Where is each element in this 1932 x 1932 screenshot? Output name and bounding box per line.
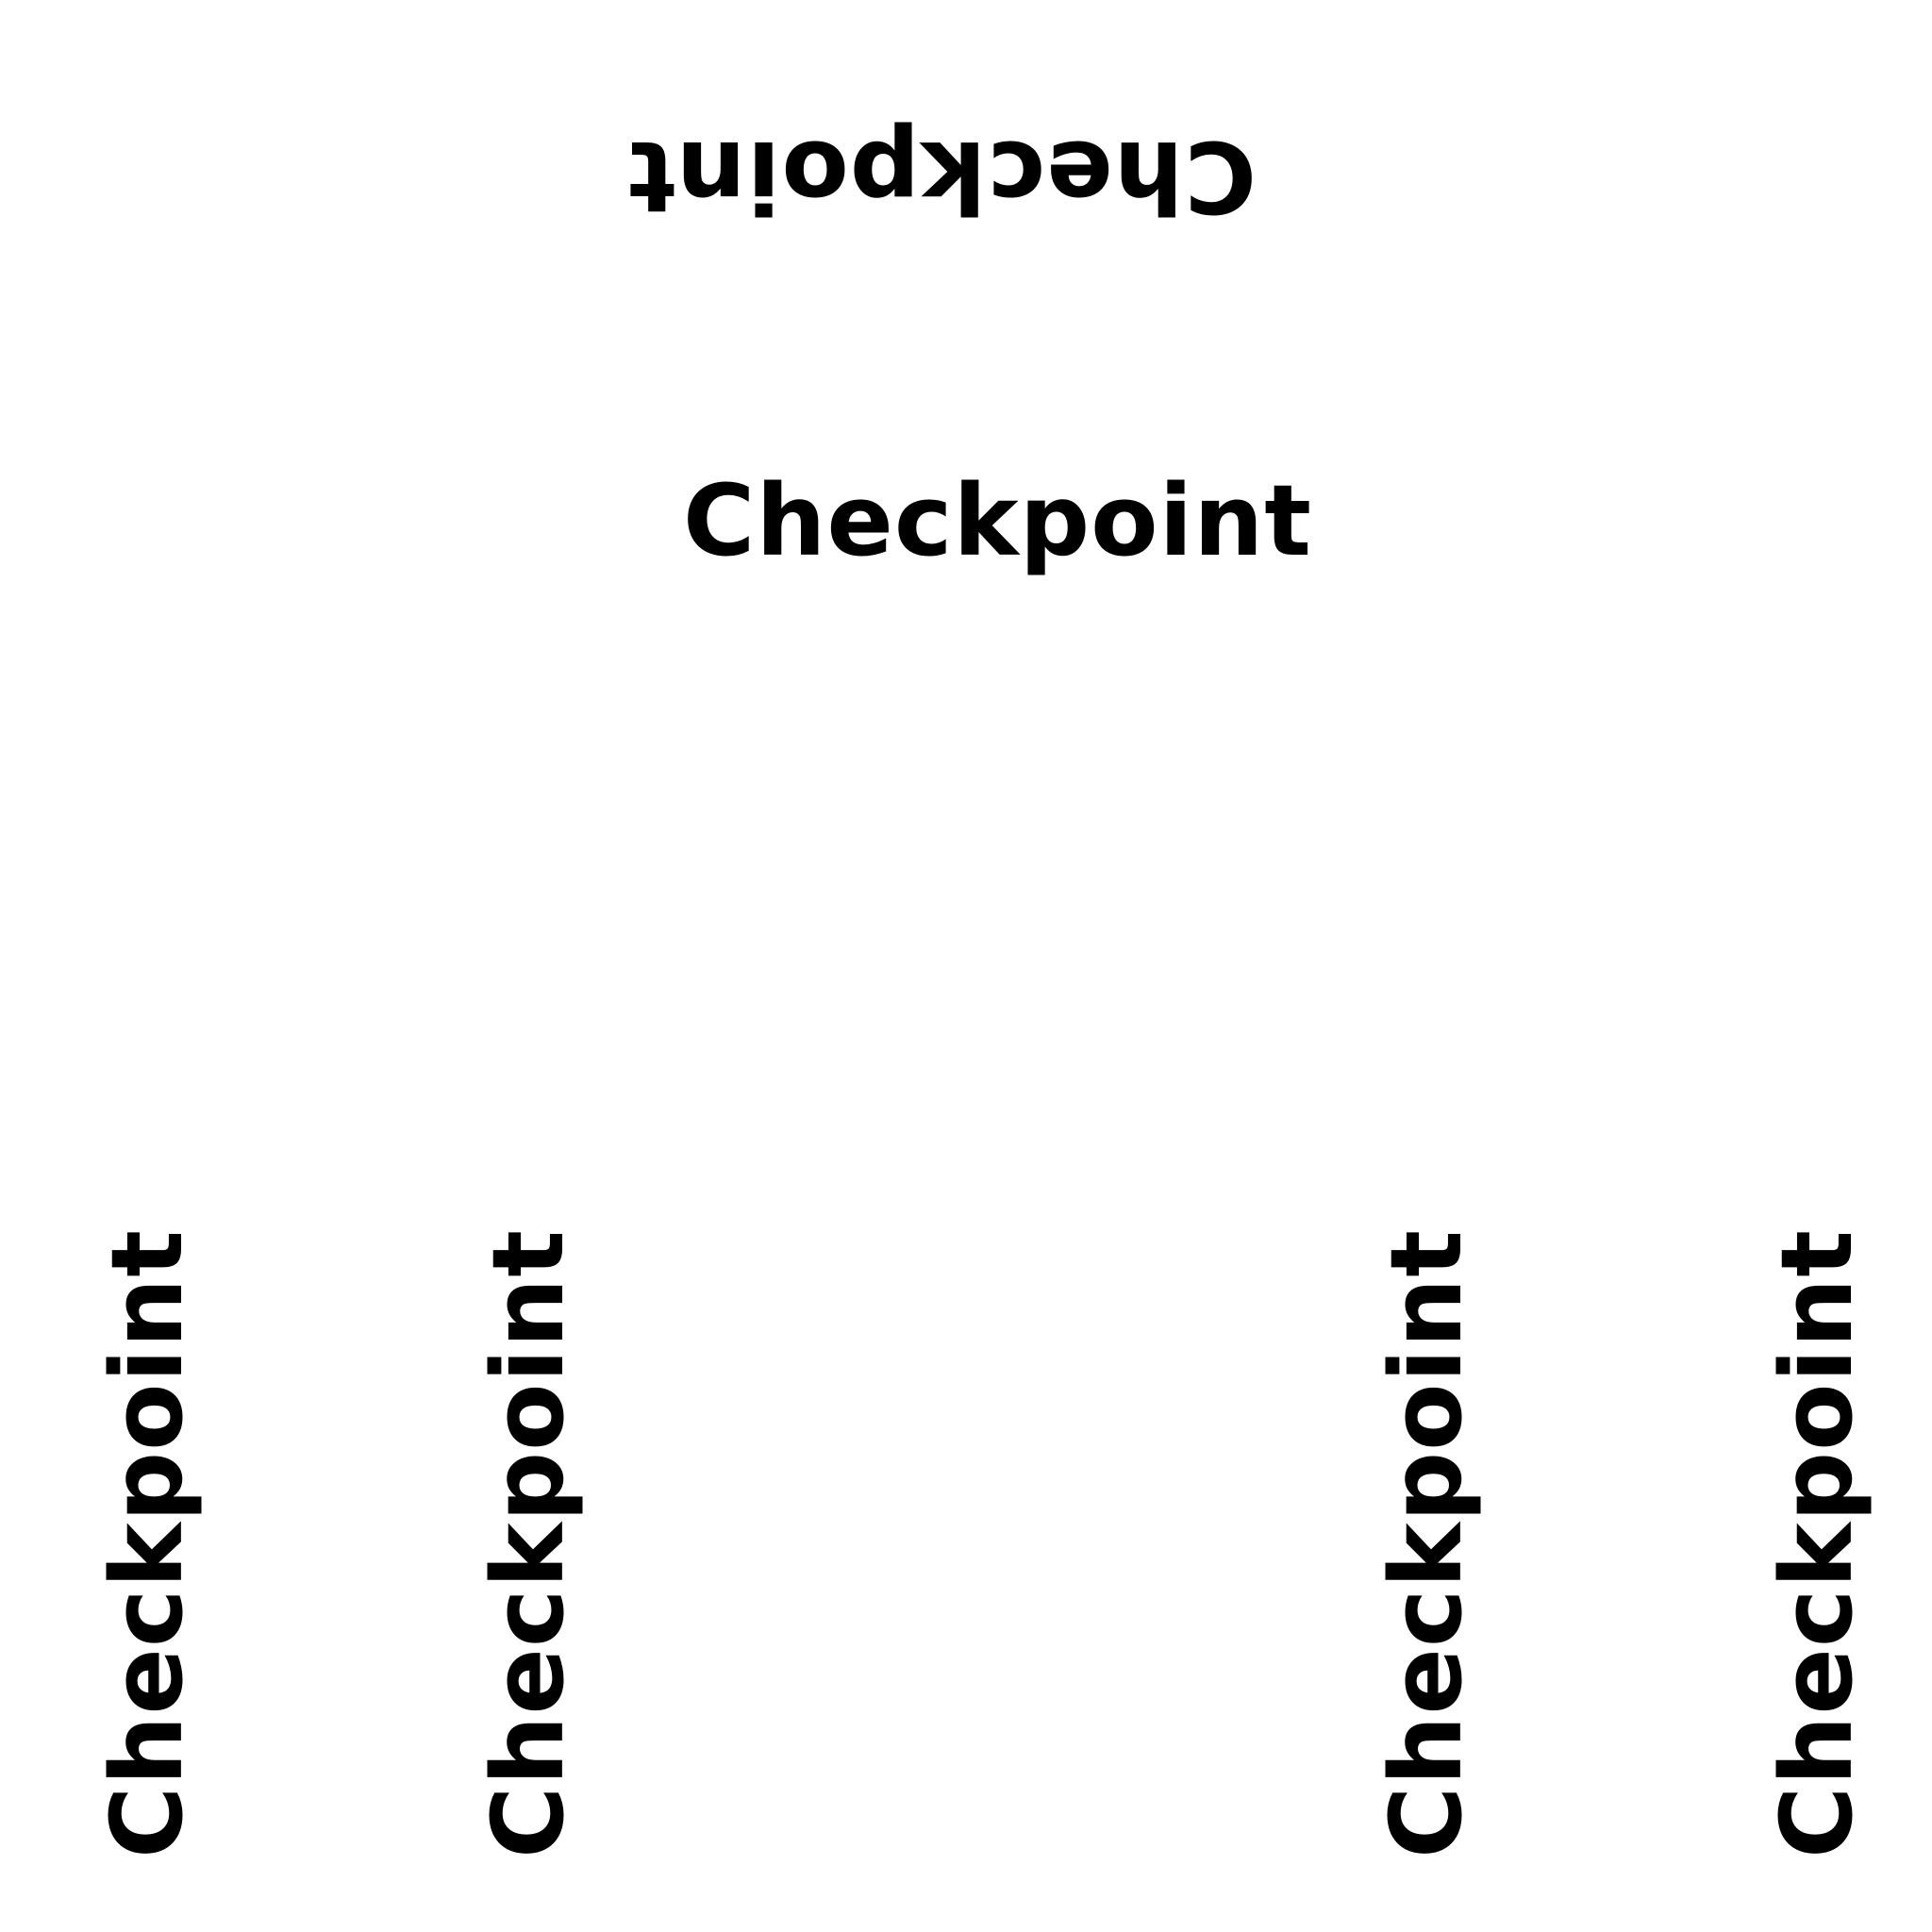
checkpoint-label-vertical-3: Checkpoint — [1369, 1228, 1484, 1858]
checkpoint-label-vertical-2: Checkpoint — [471, 1228, 586, 1858]
checkpoint-label-vertical-4: Checkpoint — [1759, 1228, 1874, 1858]
checkpoint-label-inverted: Checkpoint — [626, 119, 1257, 234]
checkpoint-label-vertical-1: Checkpoint — [90, 1228, 205, 1858]
checkpoint-label-center: Checkpoint — [683, 463, 1313, 578]
